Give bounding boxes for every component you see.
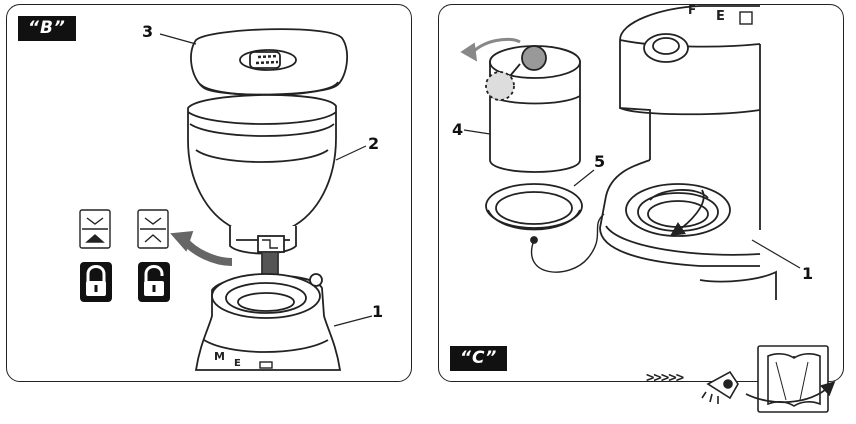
canister-part xyxy=(462,39,580,172)
svg-text:M: M xyxy=(214,350,225,363)
container-part xyxy=(188,95,336,254)
lock-closed-icon xyxy=(80,262,112,302)
lid-part xyxy=(191,29,347,95)
eye-icon xyxy=(702,372,738,404)
lock-open-icon xyxy=(138,262,170,302)
label-ring: 5 xyxy=(594,152,605,171)
svg-text:E: E xyxy=(716,9,725,24)
selector-buttons xyxy=(80,210,168,248)
label-container: 2 xyxy=(368,134,379,153)
svg-text:E: E xyxy=(234,358,241,369)
book-icon xyxy=(746,346,830,412)
label-lid: 3 xyxy=(142,22,153,41)
ring-part xyxy=(486,184,582,243)
base-part: M E xyxy=(196,274,340,370)
machine-part: E F xyxy=(600,3,776,300)
panel-b-tag: “B” xyxy=(18,16,76,41)
panel-c-tag: “C” xyxy=(450,346,507,371)
label-base: 1 xyxy=(372,302,383,321)
label-machine: 1 xyxy=(802,264,813,283)
label-canister: 4 xyxy=(452,120,463,139)
svg-text:F: F xyxy=(688,3,696,17)
direction-arrows: >>>>> xyxy=(646,370,683,386)
